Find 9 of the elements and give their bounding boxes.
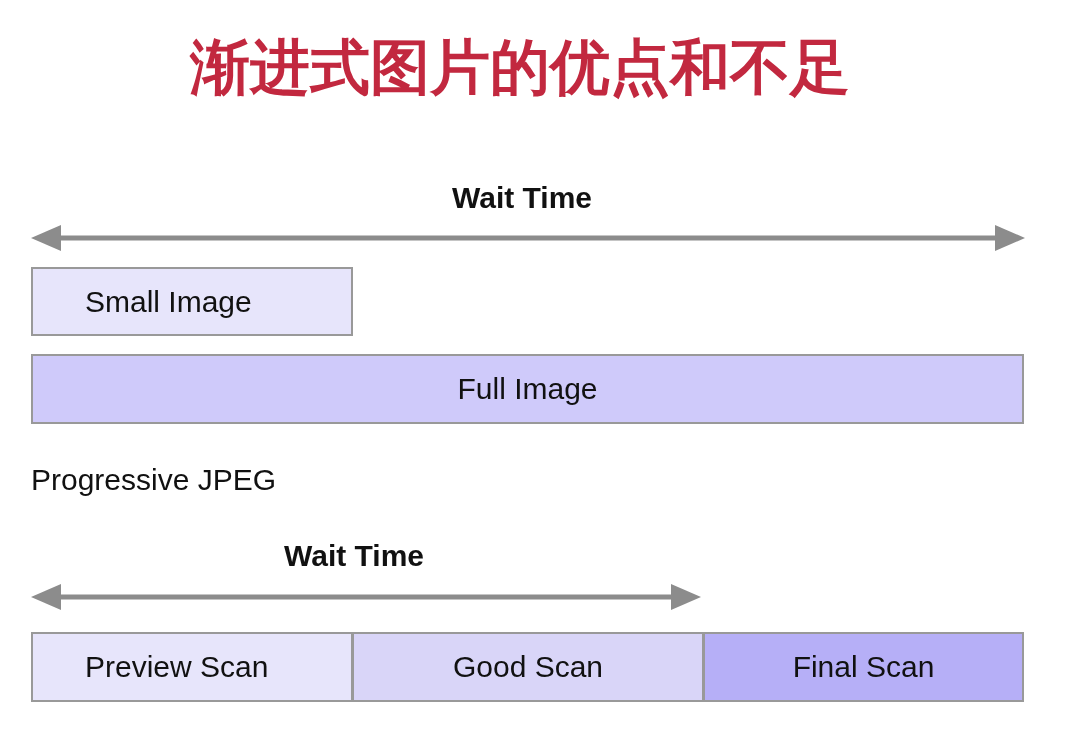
bar-box: Final Scan [703,632,1024,702]
dimension-label: Wait Time [284,539,425,573]
bar-box: Small Image [31,267,353,336]
bar-box: Good Scan [352,632,704,702]
bar-box: Full Image [31,354,1024,424]
bar-box: Preview Scan [31,632,353,702]
dimension-label: Wait Time [452,181,593,215]
section-label: Progressive JPEG [31,463,277,497]
title: 渐进式图片的优点和不足 [188,31,851,104]
